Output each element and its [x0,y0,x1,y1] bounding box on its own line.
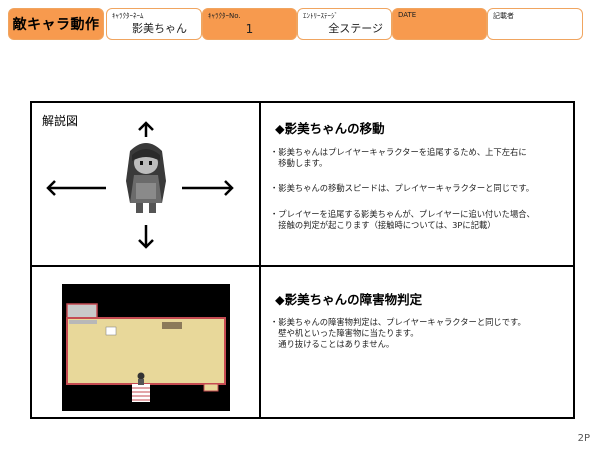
arrow-right-icon [182,180,234,196]
obstacle-item: 通り抜けることはありません。 [270,339,395,349]
arrow-up-icon [138,121,154,137]
page-number: 2P [577,433,590,444]
character-name-label: ｷｬﾗｸﾀｰﾈｰﾑ [112,12,144,20]
arrow-down-icon [138,225,154,249]
obstacle-item: 壁や机といった障害物に当たります。 [270,328,419,338]
entry-stage-label: ｴﾝﾄﾘｰｽﾃｰｼﾞ [303,12,338,20]
character-name-value: 影美ちゃん [132,22,187,35]
date-field: DATE [392,8,487,40]
obstacle-title: ◆影美ちゃんの障害物判定 [275,292,423,307]
arrow-left-icon [46,180,106,196]
movement-title: ◆影美ちゃんの移動 [275,121,385,136]
movement-item: 接触の判定が起こります（接触時については、3Pに記載） [270,220,496,230]
panel-divider-vertical [259,103,261,417]
author-field: 記載者 [487,8,583,40]
character-number-value: 1 [245,22,254,36]
sheet-title: 敵キャラ動作 [8,8,104,40]
author-label: 記載者 [493,12,514,20]
diagram-label: 解説図 [42,114,79,128]
movement-item: 移動します。 [270,158,328,168]
obstacle-item: ・影美ちゃんの障害物判定は、プレイヤーキャラクターと同じです。 [270,317,526,327]
character-name-field: ｷｬﾗｸﾀｰﾈｰﾑ 影美ちゃん [106,8,202,40]
date-label: DATE [398,11,417,19]
explanation-panel: 解説図 ◆影美ちゃんの移動 [30,101,575,419]
entry-stage-value: 全ステージ [328,22,383,35]
movement-item: ・影美ちゃんはプレイヤーキャラクターを追尾するため、上下左右に [270,147,527,157]
movement-item: ・影美ちゃんの移動スピードは、プレイヤーキャラクターと同じです。 [270,183,535,193]
character-number-label: ｷｬﾗｸﾀｰNo. [208,12,241,20]
panel-divider-horizontal [32,265,573,267]
map-screenshot [62,284,230,411]
movement-item: ・プレイヤーを追尾する影美ちゃんが、プレイヤーに追い付いた場合、 [270,209,535,219]
character-number-field: ｷｬﾗｸﾀｰNo. 1 [202,8,297,40]
entry-stage-field: ｴﾝﾄﾘｰｽﾃｰｼﾞ 全ステージ [297,8,392,40]
character-sprite-icon [126,143,166,213]
sheet-title-text: 敵キャラ動作 [12,17,100,33]
movement-diagram [46,121,234,249]
map-character-icon [137,372,145,385]
